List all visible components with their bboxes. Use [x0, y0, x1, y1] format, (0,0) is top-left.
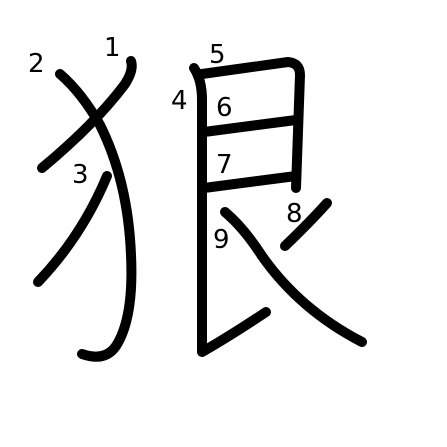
stroke-5	[197, 57, 305, 193]
stroke-7	[199, 171, 301, 193]
stroke-number-3: 3	[72, 160, 89, 190]
stroke-number-6: 6	[216, 93, 233, 123]
stroke-number-1: 1	[104, 33, 121, 63]
stroke-number-8: 8	[286, 199, 303, 229]
stroke-number-9: 9	[213, 225, 230, 255]
stroke-8	[280, 198, 332, 251]
stroke-1	[37, 56, 137, 173]
stroke-3	[33, 171, 112, 287]
stroke-2	[55, 69, 137, 362]
stroke-6	[199, 115, 301, 137]
stroke-number-5: 5	[209, 40, 226, 70]
stroke-9	[220, 207, 367, 347]
stroke-number-4: 4	[171, 86, 188, 116]
stroke-number-7: 7	[216, 150, 233, 180]
stroke-number-2: 2	[28, 49, 45, 79]
